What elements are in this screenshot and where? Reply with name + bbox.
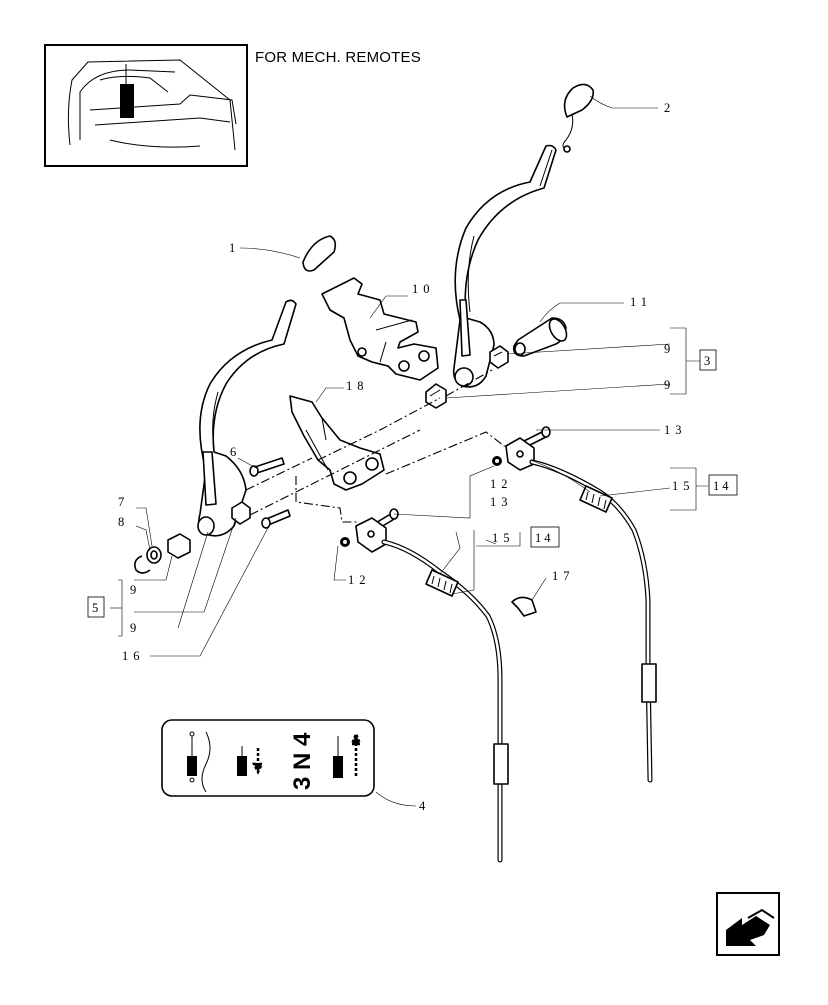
part-4-decal: 3 N 4 — [161, 719, 375, 797]
next-page-arrow-icon[interactable] — [716, 892, 780, 956]
part-11-sleeve — [512, 317, 568, 357]
right-lever — [452, 144, 557, 388]
callout-7: 7 — [118, 495, 124, 509]
callout-3: 3 — [704, 354, 710, 368]
callout-12-lower: 12 — [348, 573, 371, 587]
bushing-9-center — [425, 383, 447, 409]
callout-11: 11 — [630, 295, 652, 309]
callout-labels: 1 2 3 4 5 6 7 8 9 9 9 9 10 11 12 12 13 1… — [92, 101, 732, 813]
callout-14-right: 14 — [713, 479, 732, 493]
bolt-16 — [261, 509, 291, 529]
clip-7 — [134, 555, 151, 574]
callout-12-upper: 12 — [490, 477, 513, 491]
part-10-bracket — [321, 277, 439, 381]
callout-10: 10 — [412, 282, 435, 296]
callout-8: 8 — [118, 515, 124, 529]
callout-9-a: 9 — [664, 342, 670, 356]
bolt-6 — [249, 457, 285, 477]
assembly-lines — [245, 369, 514, 523]
callout-15-right: 15 — [672, 479, 695, 493]
part-2-knob — [562, 83, 595, 153]
callout-15-center: 15 — [492, 531, 515, 545]
cable-15-upper — [505, 437, 657, 783]
leader-lines — [110, 95, 708, 807]
part-1-knob — [302, 235, 337, 272]
part-17-clip — [511, 596, 537, 617]
callout-9-b: 9 — [664, 378, 670, 392]
callout-boxes — [87, 349, 738, 618]
decal-text: 3 N 4 — [289, 732, 316, 790]
nut-12-lower — [340, 537, 350, 547]
callout-4: 4 — [419, 799, 426, 813]
bushing-9-right — [489, 345, 509, 369]
callout-13-upper: 13 — [664, 423, 687, 437]
callout-18: 18 — [346, 379, 369, 393]
bushing-9-left-b — [167, 533, 191, 559]
callout-9-c: 9 — [130, 583, 136, 597]
part-18-bracket — [289, 395, 385, 491]
callout-16: 16 — [122, 649, 145, 663]
callout-14-center: 14 — [535, 531, 554, 545]
tractor-cab-thumbnail-icon — [44, 44, 248, 167]
callout-5: 5 — [92, 601, 98, 615]
callout-6: 6 — [230, 445, 236, 459]
washer-8 — [146, 546, 162, 564]
bushing-9-left-a — [231, 501, 251, 525]
cable-15-lower — [355, 517, 509, 863]
callout-1: 1 — [229, 241, 235, 255]
callout-17: 17 — [552, 569, 575, 583]
callout-2: 2 — [664, 101, 670, 115]
callout-13-lower: 13 — [490, 495, 513, 509]
callout-9-d: 9 — [130, 621, 136, 635]
left-lever — [197, 299, 297, 537]
nut-12-upper — [492, 456, 502, 466]
diagram-caption: FOR MECH. REMOTES — [255, 49, 421, 66]
